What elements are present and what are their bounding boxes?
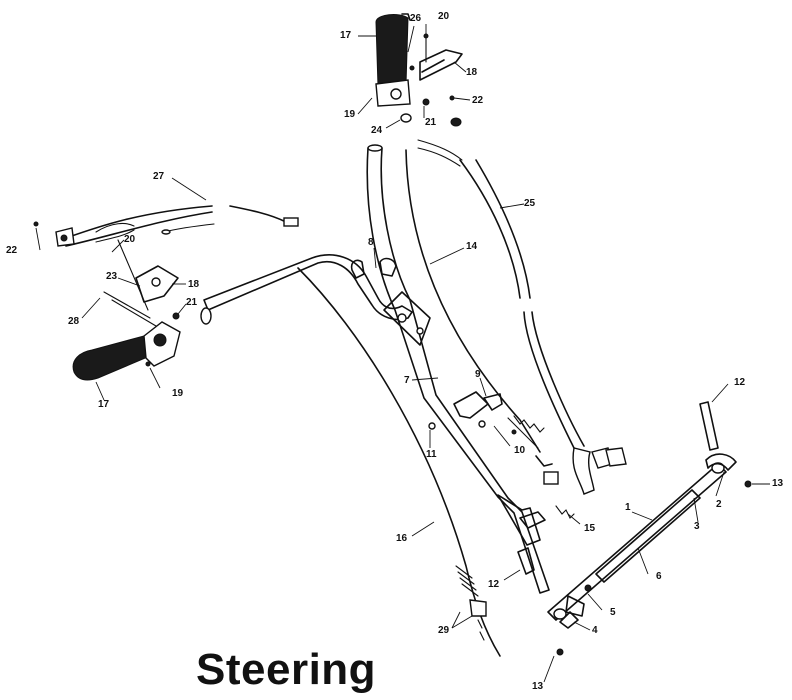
callout-15: 15 (584, 523, 596, 534)
callout-3: 3 (694, 521, 700, 532)
callout-11: 11 (426, 449, 437, 460)
callout-19-left: 19 (172, 388, 184, 399)
handlebar (200, 254, 431, 346)
left-grip-assembly (33, 221, 181, 381)
callout-28: 28 (68, 316, 80, 327)
callout-18-top: 18 (466, 67, 478, 78)
callout-6: 6 (656, 571, 662, 582)
callout-17-top: 17 (340, 30, 352, 41)
diagram-title: Steering (196, 645, 377, 694)
tie-rod (547, 401, 752, 656)
callout-8: 8 (368, 237, 374, 248)
callout-24: 24 (371, 125, 383, 136)
brake-cable-16 (297, 267, 501, 657)
callout-13-right: 13 (772, 478, 784, 489)
callout-18-left: 18 (188, 279, 200, 290)
callout-13-bottom: 13 (532, 681, 544, 692)
callout-14: 14 (466, 241, 478, 252)
throttle-cable-left (55, 205, 299, 247)
callout-20-left: 20 (124, 234, 136, 245)
callout-17-left: 17 (98, 399, 110, 410)
callout-9: 9 (475, 369, 481, 380)
callout-2: 2 (716, 499, 722, 510)
callout-23: 23 (106, 271, 118, 282)
callout-4: 4 (592, 625, 598, 636)
callout-27: 27 (153, 171, 165, 182)
callout-10: 10 (514, 445, 526, 456)
callout-12-right: 12 (734, 377, 746, 388)
callout-5: 5 (610, 607, 616, 618)
wire-harness-25 (417, 139, 627, 495)
throttle-cable-14 (405, 149, 575, 519)
callout-21-left: 21 (186, 297, 198, 308)
callout-26: 26 (410, 13, 422, 24)
callout-19-top: 19 (344, 109, 356, 120)
top-grip-assembly (375, 13, 463, 127)
callout-29: 29 (438, 625, 450, 636)
leader-lines (35, 24, 770, 683)
callout-22-top: 22 (472, 95, 484, 106)
callout-21-top: 21 (425, 117, 437, 128)
callout-16: 16 (396, 533, 408, 544)
callout-1: 1 (625, 502, 631, 513)
steering-clamps (350, 257, 535, 575)
callout-20-top: 20 (438, 11, 450, 22)
callout-7: 7 (404, 375, 410, 386)
callout-25: 25 (524, 198, 536, 209)
steering-post (366, 144, 550, 594)
callout-12-bottom: 12 (488, 579, 500, 590)
callout-22-left: 22 (6, 245, 18, 256)
